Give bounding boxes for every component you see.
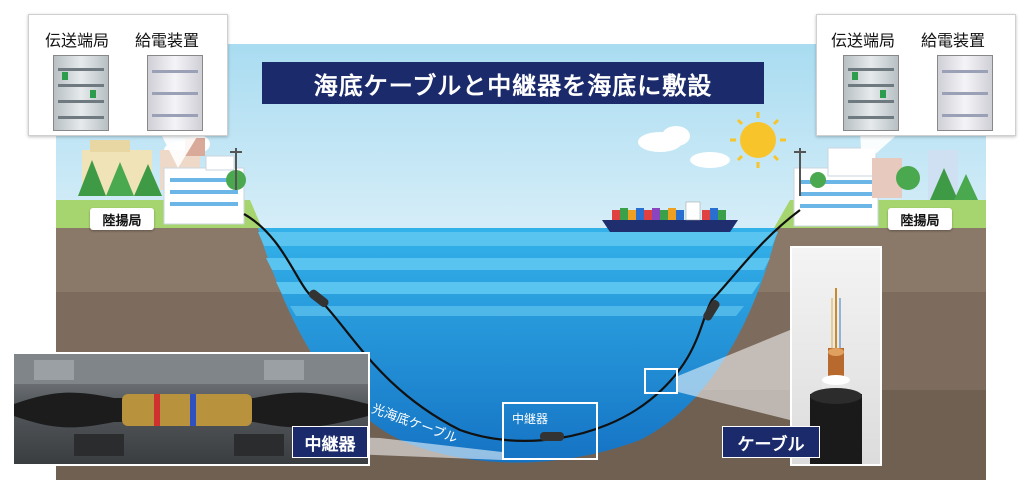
repeater-photo-label: 中継器 — [292, 426, 368, 458]
wave-band — [276, 282, 760, 294]
cable-callout — [678, 330, 790, 420]
cable-photo-label: ケーブル — [722, 426, 820, 458]
left-landing-station-label: 陸揚局 — [90, 208, 154, 230]
transmission-rack-icon — [843, 55, 899, 131]
power-rack-icon — [937, 55, 993, 131]
repeater-frame-label: 中継器 — [512, 412, 549, 426]
repeater-photo — [12, 352, 370, 466]
left-equipment-panel: 伝送端局 給電装置 — [28, 14, 228, 136]
cable-photo — [790, 246, 882, 466]
right-town — [793, 147, 978, 227]
wave-band — [258, 232, 778, 246]
transmission-terminal-label: 伝送端局 — [45, 31, 110, 50]
cable-highlight-frame — [644, 368, 678, 394]
power-feeding-label: 給電装置 — [921, 31, 986, 50]
diagram-title: 海底ケーブルと中継器を海底に敷設 — [262, 62, 764, 104]
power-feeding-label: 給電装置 — [135, 31, 200, 50]
sun-icon — [730, 112, 786, 168]
transmission-rack-icon — [53, 55, 109, 131]
callout-pointer — [160, 132, 200, 168]
power-rack-icon — [147, 55, 203, 131]
right-landing-station-label: 陸揚局 — [888, 208, 952, 230]
cable-repeater-marker — [540, 432, 564, 441]
wave-band — [290, 306, 744, 316]
callout-pointer — [860, 132, 900, 166]
cable-repeater-marker — [308, 289, 329, 308]
cloud-icon — [638, 126, 730, 168]
repeater-photo-illustration — [14, 354, 368, 456]
right-equipment-panel: 伝送端局 給電装置 — [816, 14, 1016, 136]
wave-band — [266, 258, 770, 270]
cable-repeater-marker — [703, 300, 720, 321]
transmission-terminal-label: 伝送端局 — [831, 31, 896, 50]
repeater-highlight-frame — [502, 402, 598, 460]
container-ship-icon — [602, 201, 738, 232]
